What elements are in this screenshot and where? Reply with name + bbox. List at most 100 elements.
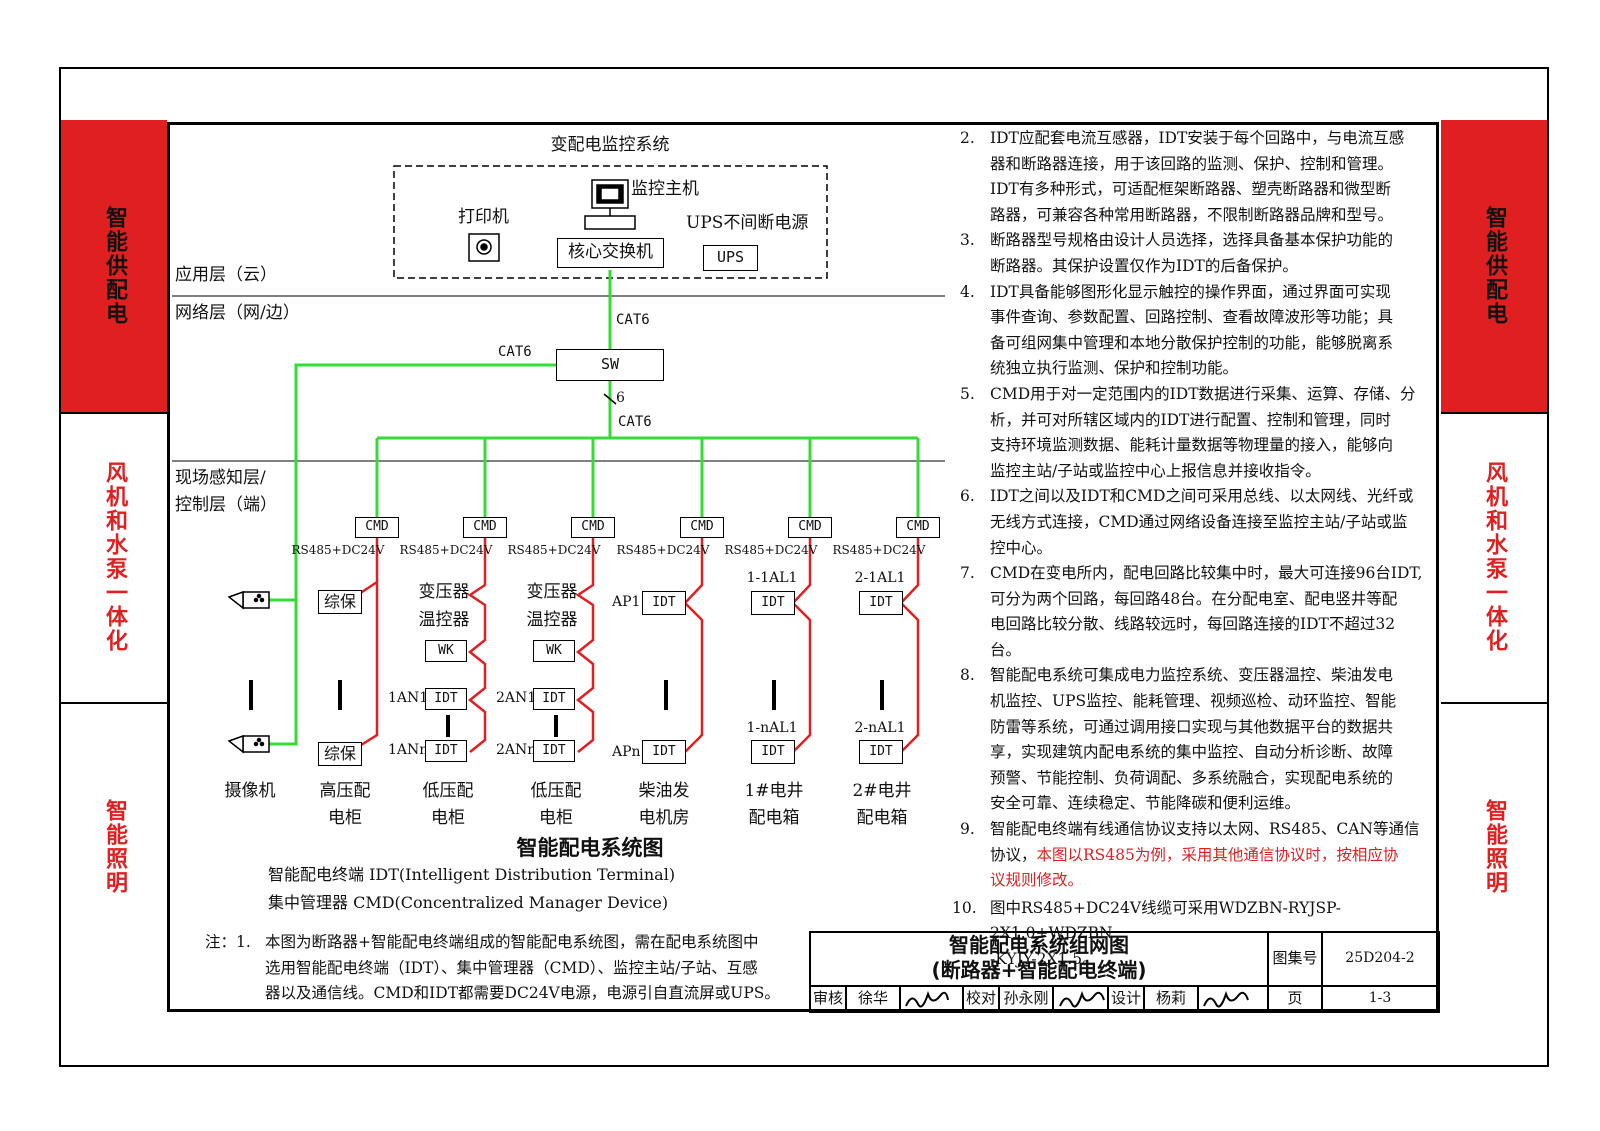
right-tab-pump[interactable]: 风机和水泵一体化 xyxy=(1441,412,1547,702)
note-number: 6. xyxy=(960,487,975,506)
note-10: 10. 图中RS485+DC24V线缆可采用WDZBN-RYJSP-2X1.0+… xyxy=(952,896,1440,973)
rs485-label: RS485+DC24V xyxy=(507,543,601,557)
system-title: 变配电监控系统 xyxy=(550,135,670,155)
lv-cabinet-label: 低压配 xyxy=(530,781,582,801)
note-text: 协议， xyxy=(990,845,1037,864)
note-line: 事件查询、参数配置、回路控制、查看故障波形等功能；具 xyxy=(990,308,1394,327)
core-switch-box[interactable]: 核心交换机 xyxy=(557,238,664,268)
note-line: IDT之间以及IDT和CMD之间可采用总线、以太网线、光纤或 xyxy=(990,487,1414,506)
cmd-box[interactable]: CMD xyxy=(463,517,507,538)
atlas-label: 图集号 xyxy=(1272,949,1318,967)
note-number: 7. xyxy=(960,564,975,583)
diagram-title: 智能配电系统图 xyxy=(516,836,664,860)
printer-icon xyxy=(468,233,500,262)
rs485-label: RS485+DC24V xyxy=(832,543,926,557)
check-name: 孙永刚 xyxy=(1003,989,1049,1007)
idt-box[interactable]: IDT xyxy=(533,688,575,710)
note-number: 5. xyxy=(960,384,975,403)
idt-box[interactable]: IDT xyxy=(859,740,903,764)
right-tab-lighting[interactable]: 智能照明 xyxy=(1441,702,1547,992)
note-number: 10. xyxy=(952,898,977,917)
wk-box[interactable]: WK xyxy=(425,640,467,662)
wk-box[interactable]: WK xyxy=(533,640,575,662)
cmd-box[interactable]: CMD xyxy=(680,517,724,538)
cmd-box[interactable]: CMD xyxy=(788,517,832,538)
protection-relay-box[interactable]: 综保 xyxy=(318,590,362,614)
ups-box[interactable]: UPS xyxy=(703,245,758,271)
note-1-line: 本图为断路器+智能配电终端组成的智能配电系统图，需在配电系统图中 xyxy=(265,933,759,951)
printer-label: 打印机 xyxy=(458,207,509,227)
design-label: 设计 xyxy=(1110,989,1142,1007)
note-line: 析，并可对所辖区域内的IDT进行配置、控制和管理，同时 xyxy=(990,410,1391,429)
note-highlight: 议规则修改。 xyxy=(990,871,1084,890)
feeder-label: AP1 xyxy=(612,594,641,610)
layer-field-label-1: 现场感知层/ xyxy=(175,468,266,488)
check-signature xyxy=(1059,990,1105,1008)
note-line: -KYJY-2X1.5。 xyxy=(990,950,1098,968)
note-line: 智能配电终端有线通信协议支持以太网、RS485、CAN等通信 xyxy=(990,820,1420,839)
generator-room-label: 柴油发 xyxy=(638,781,690,801)
idt-box[interactable]: IDT xyxy=(425,688,467,710)
cat6-left-label: CAT6 xyxy=(498,344,532,360)
design-name: 杨莉 xyxy=(1155,989,1187,1007)
drawing-title: 智能配电系统组网图 xyxy=(949,933,1129,957)
note-line: 无线方式连接，CMD通过网络设备连接至监控主站/子站或监 xyxy=(990,512,1408,531)
left-tab-power-label: 智能供配电 xyxy=(102,206,127,326)
sw-switch-box[interactable]: SW xyxy=(556,349,664,381)
note-line: 路器，可兼容各种常用断路器，不限制断路器品牌和型号。 xyxy=(990,205,1394,224)
idt-box[interactable]: IDT xyxy=(425,740,467,762)
idt-box[interactable]: IDT xyxy=(642,591,686,615)
note-line: 断路器型号规格由设计人员选择，选择具备基本保护功能的 xyxy=(990,231,1394,250)
note-line: 支持环境监测数据、能耗计量数据等物理量的接入，能够向 xyxy=(990,436,1394,455)
note-number: 2. xyxy=(960,129,975,147)
note-1-line: 选用智能配电终端（IDT）、集中管理器（CMD）、监控主站/子站、互感 xyxy=(265,958,758,977)
note-7: 7. CMD在变电所内，配电回路比较集中时，最大可连接96台IDT, 可分为两个… xyxy=(960,561,1440,663)
note-5: 5. CMD用于对一定范围内的IDT数据进行采集、运算、存储、分 析，并可对所辖… xyxy=(960,382,1440,484)
lv-cabinet-label: 电柜 xyxy=(431,808,465,828)
shaft-box-label: 1#电井 xyxy=(744,781,804,801)
note-6: 6. IDT之间以及IDT和CMD之间可采用总线、以太网线、光纤或 无线方式连接… xyxy=(960,484,1440,561)
idt-box[interactable]: IDT xyxy=(533,740,575,762)
legend-idt: 智能配电终端 IDT(Intelligent Distribution Term… xyxy=(268,865,676,884)
network-cat6-lines xyxy=(268,270,920,746)
left-tab-pump-label: 风机和水泵一体化 xyxy=(102,461,127,653)
note-line: 可分为两个回路，每回路48台。在分配电室、配电竖井等配 xyxy=(990,589,1398,608)
note-line: 监控主站/子站或监控中心上报信息并接收指令。 xyxy=(990,461,1321,480)
feeder-label: 2ANn xyxy=(496,742,537,758)
idt-box[interactable]: IDT xyxy=(751,740,795,764)
cable-count-label: 6 xyxy=(616,390,625,406)
cat6-top-label: CAT6 xyxy=(616,312,650,328)
note-1-number: 注：1. xyxy=(205,933,251,951)
left-tab-lighting[interactable]: 智能照明 xyxy=(61,702,167,992)
idt-box[interactable]: IDT xyxy=(642,740,686,764)
note-line: 安全可靠、连续稳定、节能降碳和便利运维。 xyxy=(990,794,1301,813)
note-number: 4. xyxy=(960,282,975,301)
cmd-box[interactable]: CMD xyxy=(571,517,615,538)
idt-box[interactable]: IDT xyxy=(859,591,903,615)
note-line: 台。 xyxy=(990,640,1022,659)
right-tab-lighting-label: 智能照明 xyxy=(1482,799,1507,895)
left-tab-pump[interactable]: 风机和水泵一体化 xyxy=(61,412,167,702)
note-line: 备可组网集中管理和本地分散保护控制的功能，能够脱离系 xyxy=(990,333,1394,352)
drawing-subtitle: (断路器+智能配电终端) xyxy=(931,958,1147,982)
left-tab-power[interactable]: 智能供配电 xyxy=(61,120,167,412)
ellipsis-dots xyxy=(249,680,884,737)
note-highlight: 本图以RS485为例，采用其他通信协议时，按相应协 xyxy=(1036,845,1399,864)
rs485-label: RS485+DC24V xyxy=(399,543,493,557)
cmd-box[interactable]: CMD xyxy=(355,517,399,538)
feeder-label: 1-nAL1 xyxy=(746,720,798,736)
hv-cabinet-label: 电柜 xyxy=(328,808,362,828)
idt-box[interactable]: IDT xyxy=(751,591,795,615)
cable-count-marker xyxy=(603,393,617,405)
note-line: 图中RS485+DC24V线缆可采用WDZBN-RYJSP-2X1.0+WDZB… xyxy=(990,898,1341,943)
protection-relay-box[interactable]: 综保 xyxy=(318,742,362,766)
cmd-box[interactable]: CMD xyxy=(896,517,940,538)
note-9: 9. 智能配电终端有线通信协议支持以太网、RS485、CAN等通信 协议，本图以… xyxy=(960,817,1440,894)
notes-column: 2. IDT应配套电流互感器，IDT安装于每个回路中，与电流互感 器和断路器连接… xyxy=(952,126,1440,973)
note-number: 3. xyxy=(960,231,975,250)
right-tab-power[interactable]: 智能供配电 xyxy=(1441,120,1547,412)
generator-room-label: 电机房 xyxy=(638,808,690,828)
page-label: 页 xyxy=(1287,989,1303,1007)
shaft-box-label: 配电箱 xyxy=(748,808,800,828)
left-tab-divider xyxy=(61,412,167,414)
